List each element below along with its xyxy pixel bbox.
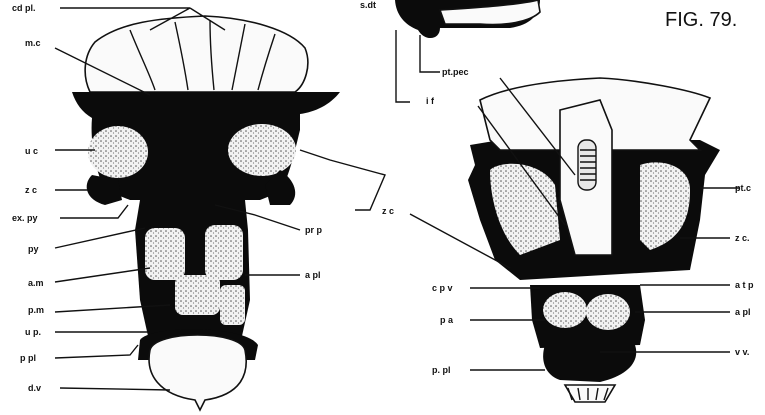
label-cd-pl: cd pl.: [12, 3, 36, 13]
label-v-v: v v.: [735, 347, 749, 357]
label-m-c: m.c: [25, 38, 41, 48]
left-uc-oval: [88, 126, 148, 178]
label-a-pl-right: a pl: [735, 307, 751, 317]
label-c-p-v: c p v: [432, 283, 453, 293]
label-p-pl-right: p. pl: [432, 365, 451, 375]
label-pt-c: pt.c: [735, 183, 751, 193]
label-ex-py: ex. py: [12, 213, 38, 223]
cranial-plates: [85, 16, 308, 92]
label-z-c-mid: z c: [382, 206, 394, 216]
py-block: [145, 228, 185, 280]
label-a-t-p: a t p: [735, 280, 754, 290]
label-pt-pec: pt.pec: [442, 67, 469, 77]
right-uc-oval: [228, 124, 296, 176]
label-s-dt: s.dt: [360, 0, 376, 10]
label-py: py: [28, 244, 39, 254]
label-u-c: u c: [25, 146, 38, 156]
label-p-m: p.m: [28, 305, 44, 315]
label-a-pl-left: a pl: [305, 270, 321, 280]
figure-title: FIG. 79.: [665, 9, 737, 31]
pm-block: [175, 275, 220, 315]
dv-globe: [149, 335, 246, 410]
label-d-v: d.v: [28, 383, 41, 393]
label-pr-p: pr p: [305, 225, 323, 235]
label-p-pl-left: p pl: [20, 353, 36, 363]
apl2-block: [220, 285, 245, 325]
label-a-m: a.m: [28, 278, 44, 288]
label-u-p: u p.: [25, 327, 41, 337]
label-z-c-right: z c.: [735, 233, 750, 243]
apl-block: [205, 225, 243, 280]
left-skull: [55, 8, 340, 410]
right-skull: [410, 78, 740, 402]
label-i-f: i f: [426, 96, 435, 106]
label-p-a: p a: [440, 315, 454, 325]
label-z-c-left: z c: [25, 185, 37, 195]
